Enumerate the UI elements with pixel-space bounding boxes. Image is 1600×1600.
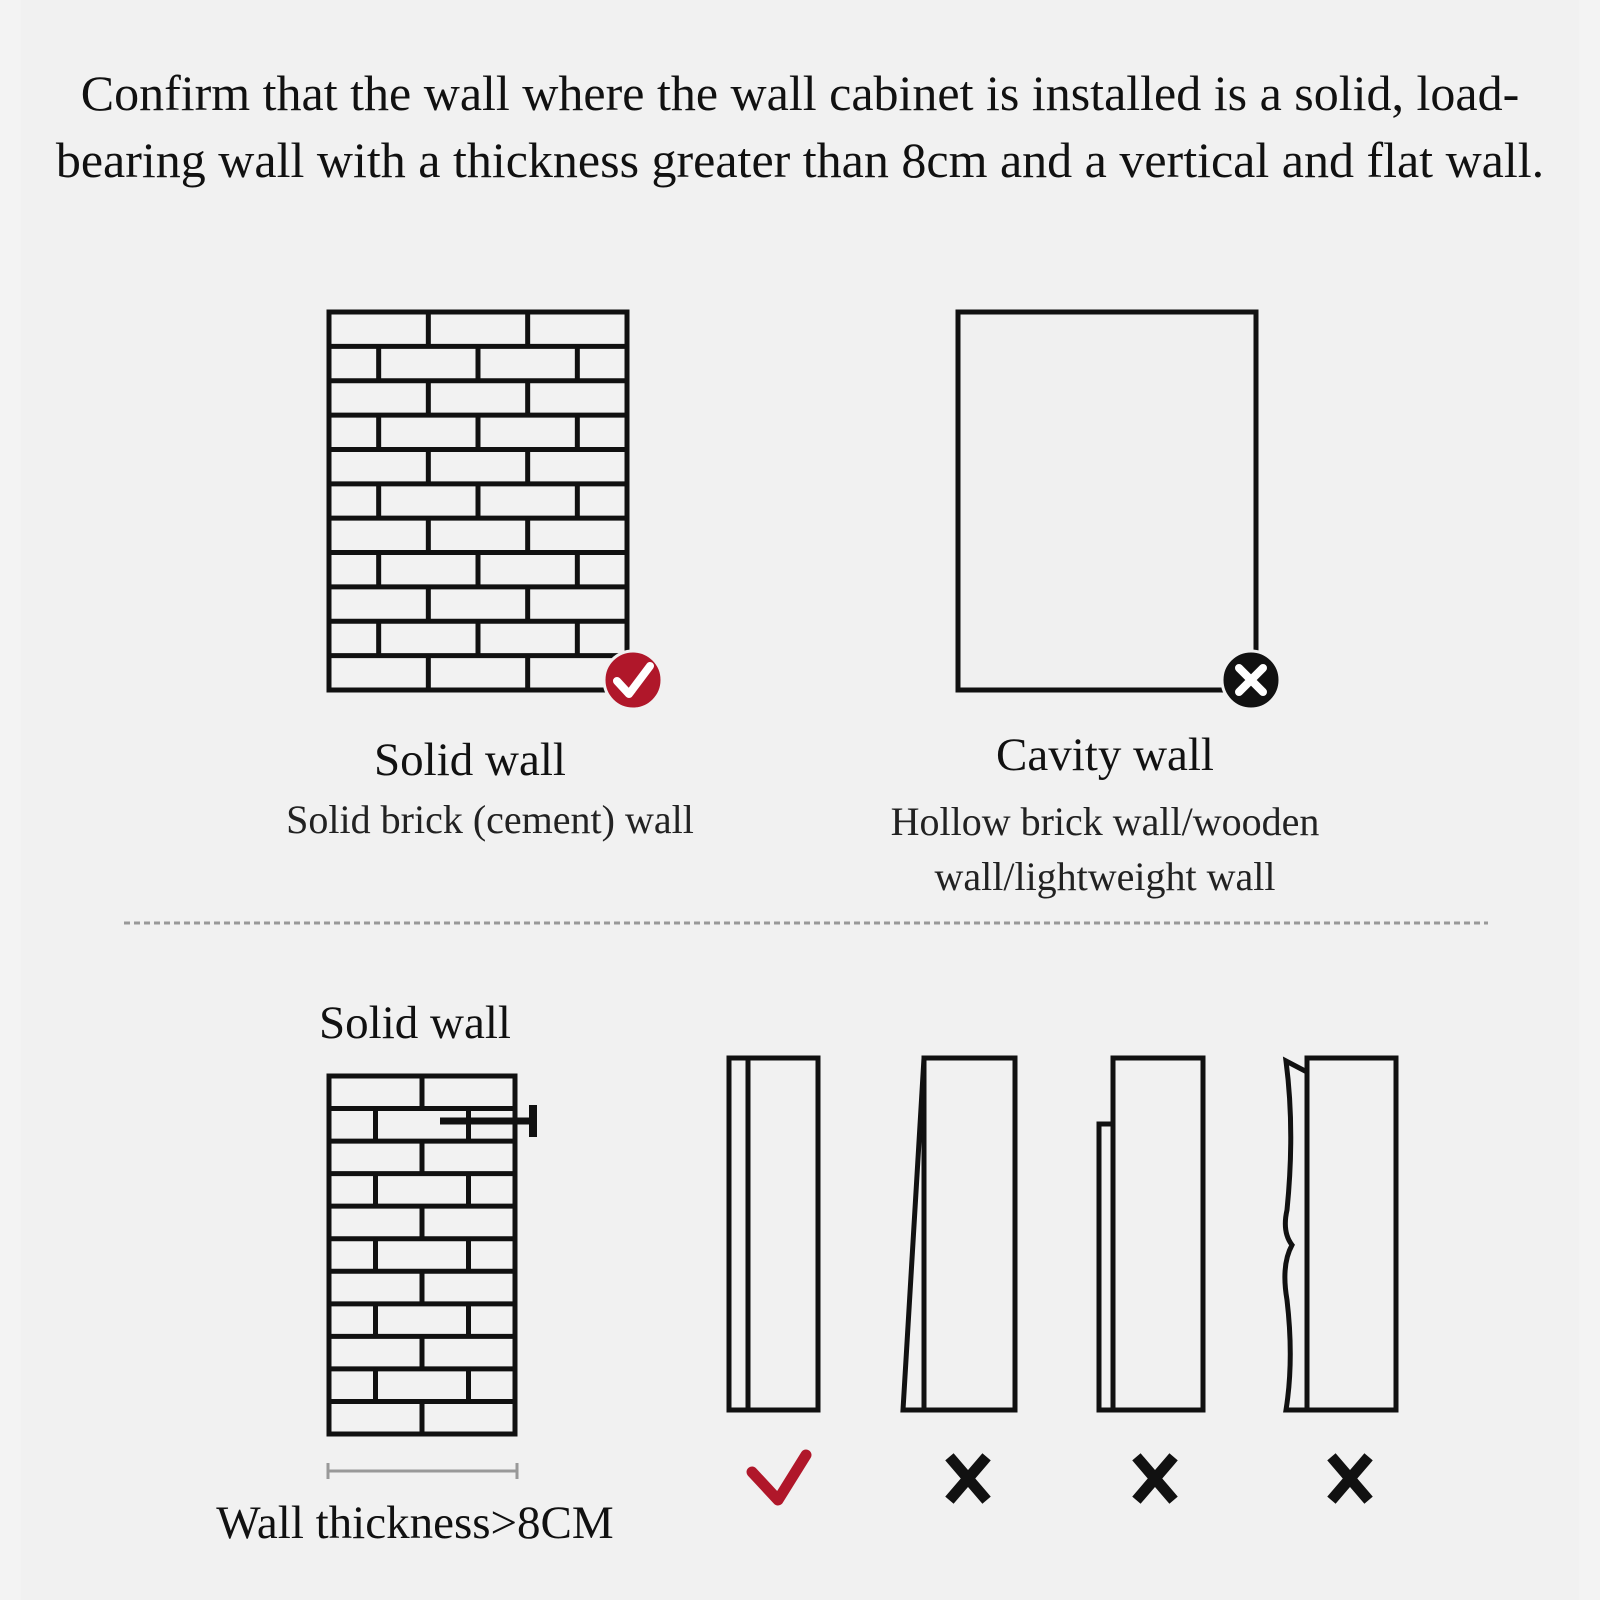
cavity-wall-subtitle: Hollow brick wall/wooden wall/lightweigh… xyxy=(890,799,1320,899)
check-icon xyxy=(746,1449,812,1506)
x-icon xyxy=(945,1453,991,1504)
screw-icon xyxy=(440,1105,537,1137)
wall-thickness-caption: Wall thickness>8CM xyxy=(216,1497,614,1549)
headline-instruction: Confirm that the wall where the wall cab… xyxy=(55,65,1545,188)
thickness-section-title: Solid wall xyxy=(319,997,511,1049)
flatness-example-stepped xyxy=(1096,1055,1206,1413)
x-circle-icon xyxy=(1220,649,1282,711)
solid-brick-wall-illustration xyxy=(326,309,630,693)
x-icon xyxy=(1132,1453,1178,1504)
solid-wall-subtitle: Solid brick (cement) wall xyxy=(286,797,694,842)
wall-outline xyxy=(326,1073,518,1437)
cavity-wall-title: Cavity wall xyxy=(996,729,1214,781)
flatness-example-uneven xyxy=(1282,1055,1399,1413)
thickness-measure xyxy=(326,1463,519,1479)
check-circle-icon xyxy=(602,649,664,711)
x-icon xyxy=(1327,1453,1373,1504)
solid-wall-title: Solid wall xyxy=(374,734,566,786)
flatness-example-leaning xyxy=(900,1055,1018,1413)
flatness-example-vertical xyxy=(726,1055,821,1413)
thickness-brick-wall-illustration xyxy=(326,1073,518,1437)
cavity-wall-illustration xyxy=(955,309,1259,693)
background-panel xyxy=(21,0,1579,1600)
